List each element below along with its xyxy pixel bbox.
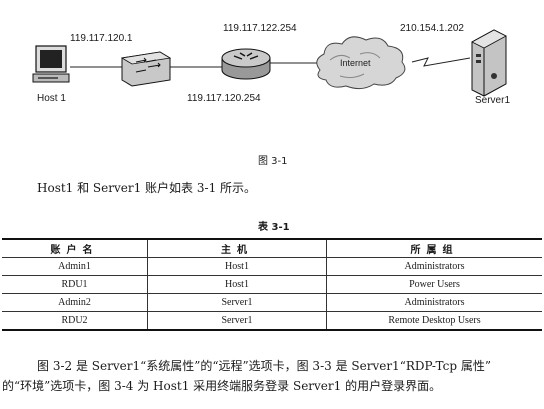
cell-account: RDU2 [2,311,148,331]
table-row: RDU1 Host1 Power Users [2,275,542,294]
cell-group: Power Users [326,275,542,294]
router-icon [221,48,271,80]
cell-host: Server1 [147,293,327,312]
paragraph-line-1: 图 3-2 是 Server1“系统属性”的“远程”选项卡，图 3-3 是 Se… [37,359,491,373]
column-header-account: 账户名 [2,238,148,258]
cell-account: Admin1 [2,257,148,276]
cell-host: Host1 [147,257,327,276]
table-row: Admin2 Server1 Administrators [2,293,542,312]
cell-group: Administrators [326,257,542,276]
network-diagram [32,29,507,97]
cell-host: Host1 [147,275,327,294]
server-name-label: Server1 [475,95,511,106]
cell-account: Admin2 [2,293,148,312]
computer-icon [32,45,70,83]
internet-cloud-icon [316,36,406,90]
cell-group: Administrators [326,293,542,312]
accounts-table: 账户名 主机 所属组 Admin1 Host1 Administrators R… [2,238,542,331]
server-icon [471,29,507,97]
paragraph-line-2: 的“环境”选项卡，图 3-4 为 Host1 采用终端服务登录 Server1 … [2,379,442,393]
cell-group: Remote Desktop Users [326,311,542,331]
table-title: 表 3-1 [258,222,290,233]
server-ip-label: 210.154.1.202 [400,23,464,34]
cell-account: RDU1 [2,275,148,294]
table-row: RDU2 Server1 Remote Desktop Users [2,311,542,331]
host-name-label: Host 1 [37,93,66,104]
table-row: Admin1 Host1 Administrators [2,257,542,276]
column-header-host: 主机 [147,238,327,258]
router-top-ip-label: 119.117.122.254 [223,23,297,34]
table-header-row: 账户名 主机 所属组 [2,238,542,258]
intro-text: Host1 和 Server1 账户如表 3-1 所示。 [37,181,257,195]
host-ip-label: 119.117.120.1 [70,33,133,44]
cell-host: Server1 [147,311,327,331]
internet-label: Internet [340,58,371,68]
column-header-group: 所属组 [326,238,542,258]
link-cloud-server [411,57,471,67]
switch-icon [120,51,172,87]
figure-caption: 图 3-1 [258,156,288,167]
router-bottom-ip-label: 119.117.120.254 [187,93,261,104]
